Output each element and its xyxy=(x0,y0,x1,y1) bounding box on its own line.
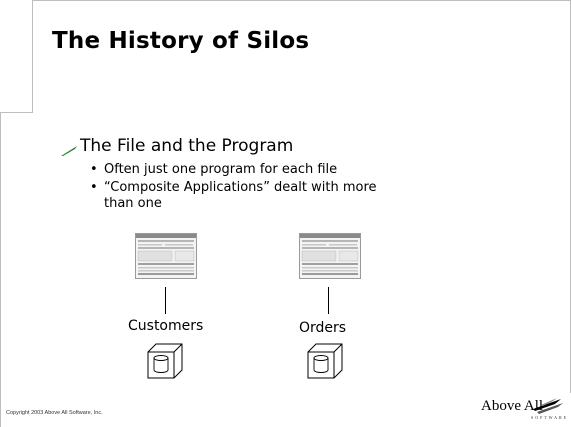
frame-line xyxy=(32,0,33,112)
sub-bullet: • Often just one program for each file xyxy=(90,162,338,178)
application-screen-icon xyxy=(299,233,361,279)
frame-line xyxy=(0,112,1,427)
connector-line xyxy=(328,287,329,314)
sub-bullet-text: Often just one program for each file xyxy=(104,162,338,177)
copyright-text: Copyright 2003 Above All Software, Inc. xyxy=(6,410,103,416)
orders-label: Orders xyxy=(299,320,347,336)
connector-line xyxy=(165,287,166,314)
sub-bullet-text: “Composite Applications” dealt with more… xyxy=(104,180,377,211)
application-screen-icon xyxy=(135,233,197,279)
slide-title: The History of Silos xyxy=(52,28,310,54)
logo-swoosh-icon xyxy=(533,398,563,414)
frame-line xyxy=(0,112,33,113)
customers-label: Customers xyxy=(128,318,204,334)
frame-line xyxy=(32,0,571,1)
checkmark-bullet-icon xyxy=(61,146,77,156)
bullet-text: The File and the Program xyxy=(80,136,294,156)
sub-bullet: • “Composite Applications” dealt with mo… xyxy=(90,180,404,212)
bullet-dot: • xyxy=(90,162,98,177)
database-icon xyxy=(147,343,183,379)
logo-subtext: SOFTWARE xyxy=(531,415,569,420)
logo-text: Above All xyxy=(481,398,544,414)
bullet-dot: • xyxy=(90,180,98,195)
database-icon xyxy=(307,343,343,379)
company-logo: Above All SOFTWARE xyxy=(481,396,567,424)
